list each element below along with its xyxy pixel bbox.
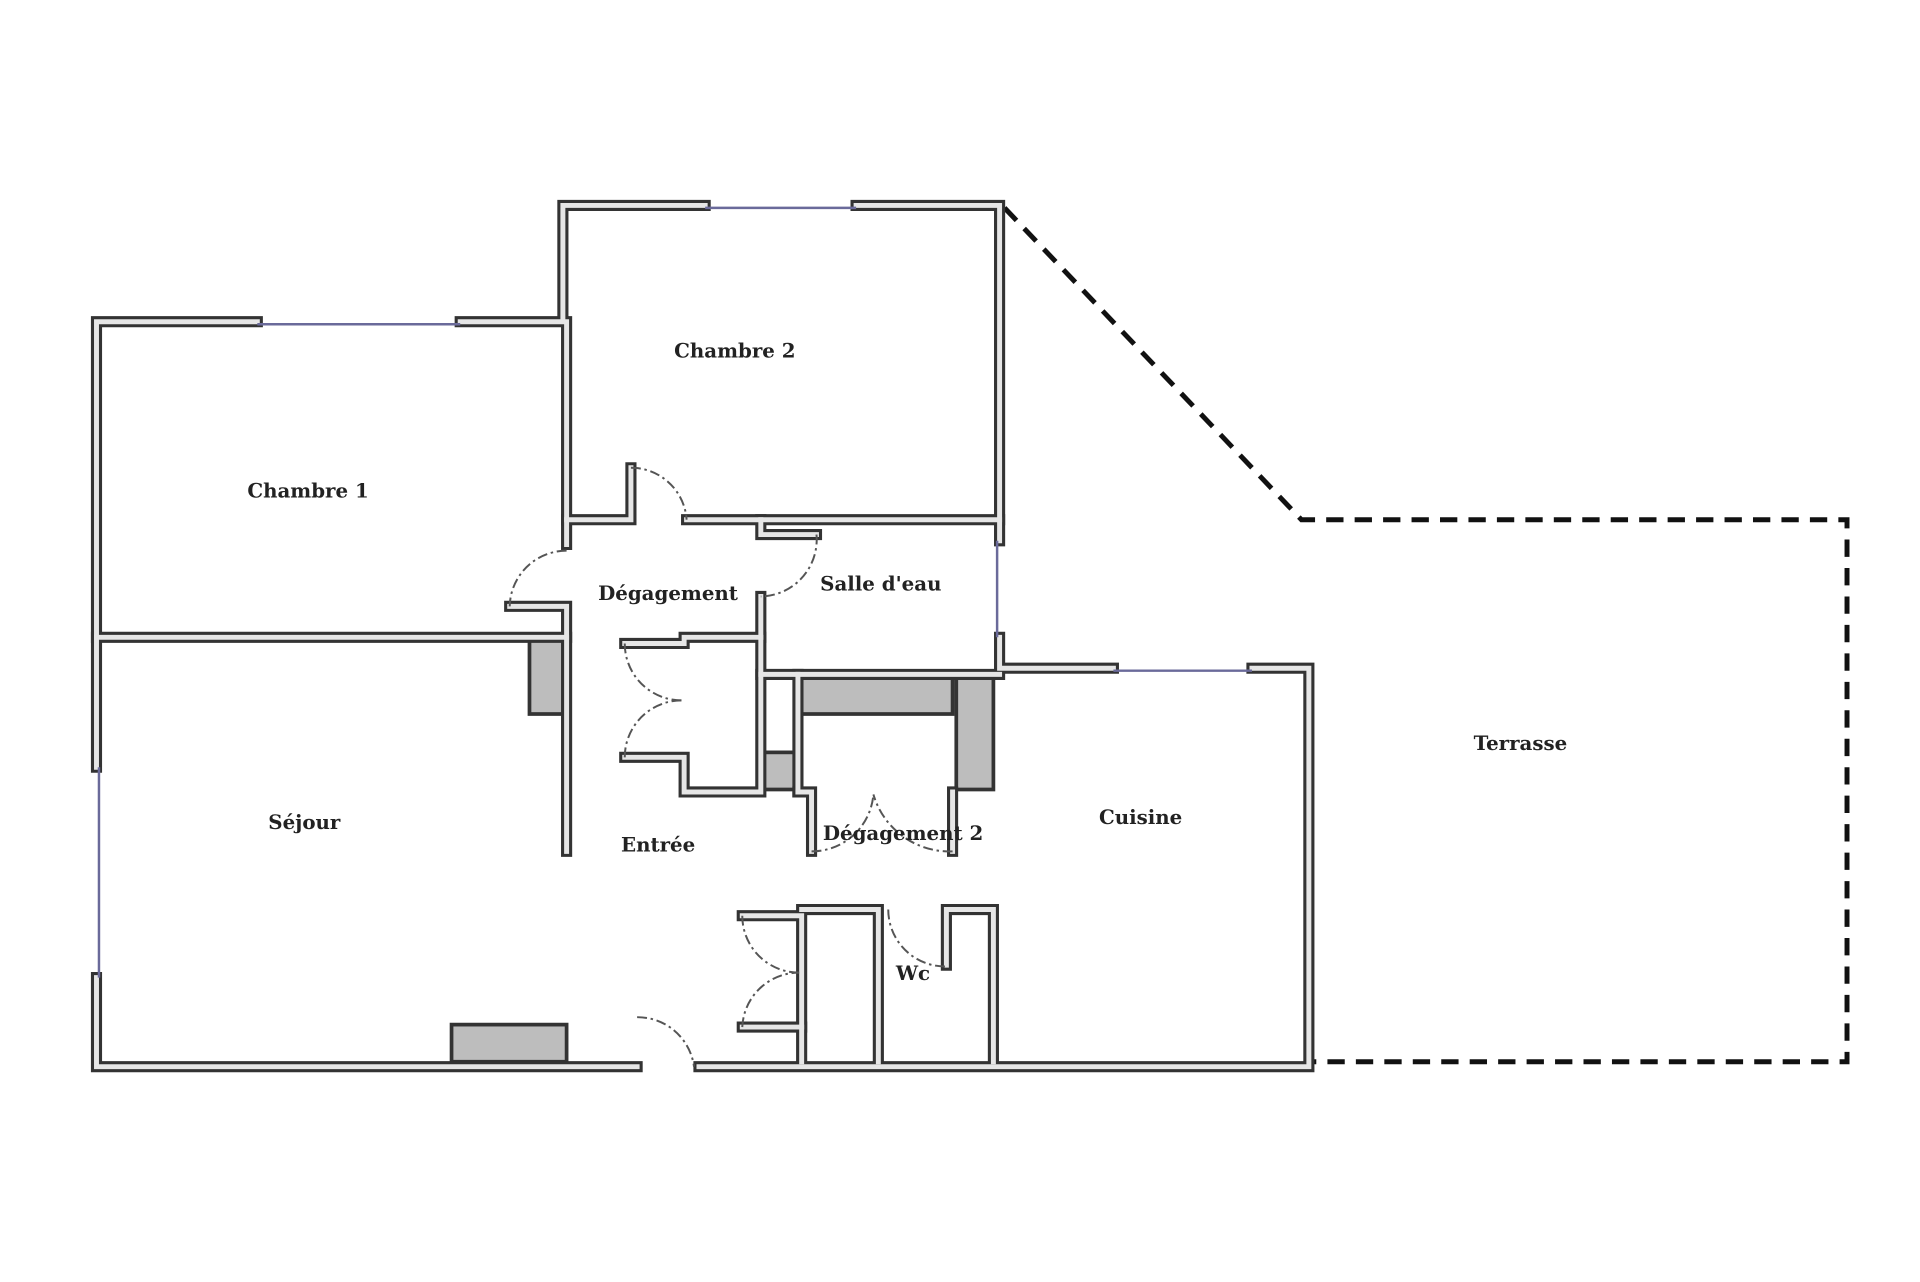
storage-blocks xyxy=(449,636,996,1064)
room-label-degagement-2: Dégagement 2 xyxy=(823,821,983,845)
walls xyxy=(90,199,1315,1073)
room-label-chambre-1: Chambre 1 xyxy=(247,478,368,502)
room-label-terrasse: Terrasse xyxy=(1474,731,1568,755)
windows xyxy=(97,206,1252,978)
room-label-wc: Wc xyxy=(895,961,930,985)
room-label-entree: Entrée xyxy=(621,832,695,856)
terrace-outline xyxy=(1002,206,1850,1065)
room-label-cuisine: Cuisine xyxy=(1099,805,1182,829)
room-labels: Chambre 2 Chambre 1 Dégagement Salle d'e… xyxy=(247,339,1567,985)
room-label-sejour: Séjour xyxy=(268,810,341,834)
door-swings xyxy=(508,466,953,1067)
room-label-chambre-2: Chambre 2 xyxy=(674,339,795,363)
room-label-salle-eau: Salle d'eau xyxy=(820,571,941,595)
room-label-degagement: Dégagement xyxy=(598,581,739,605)
